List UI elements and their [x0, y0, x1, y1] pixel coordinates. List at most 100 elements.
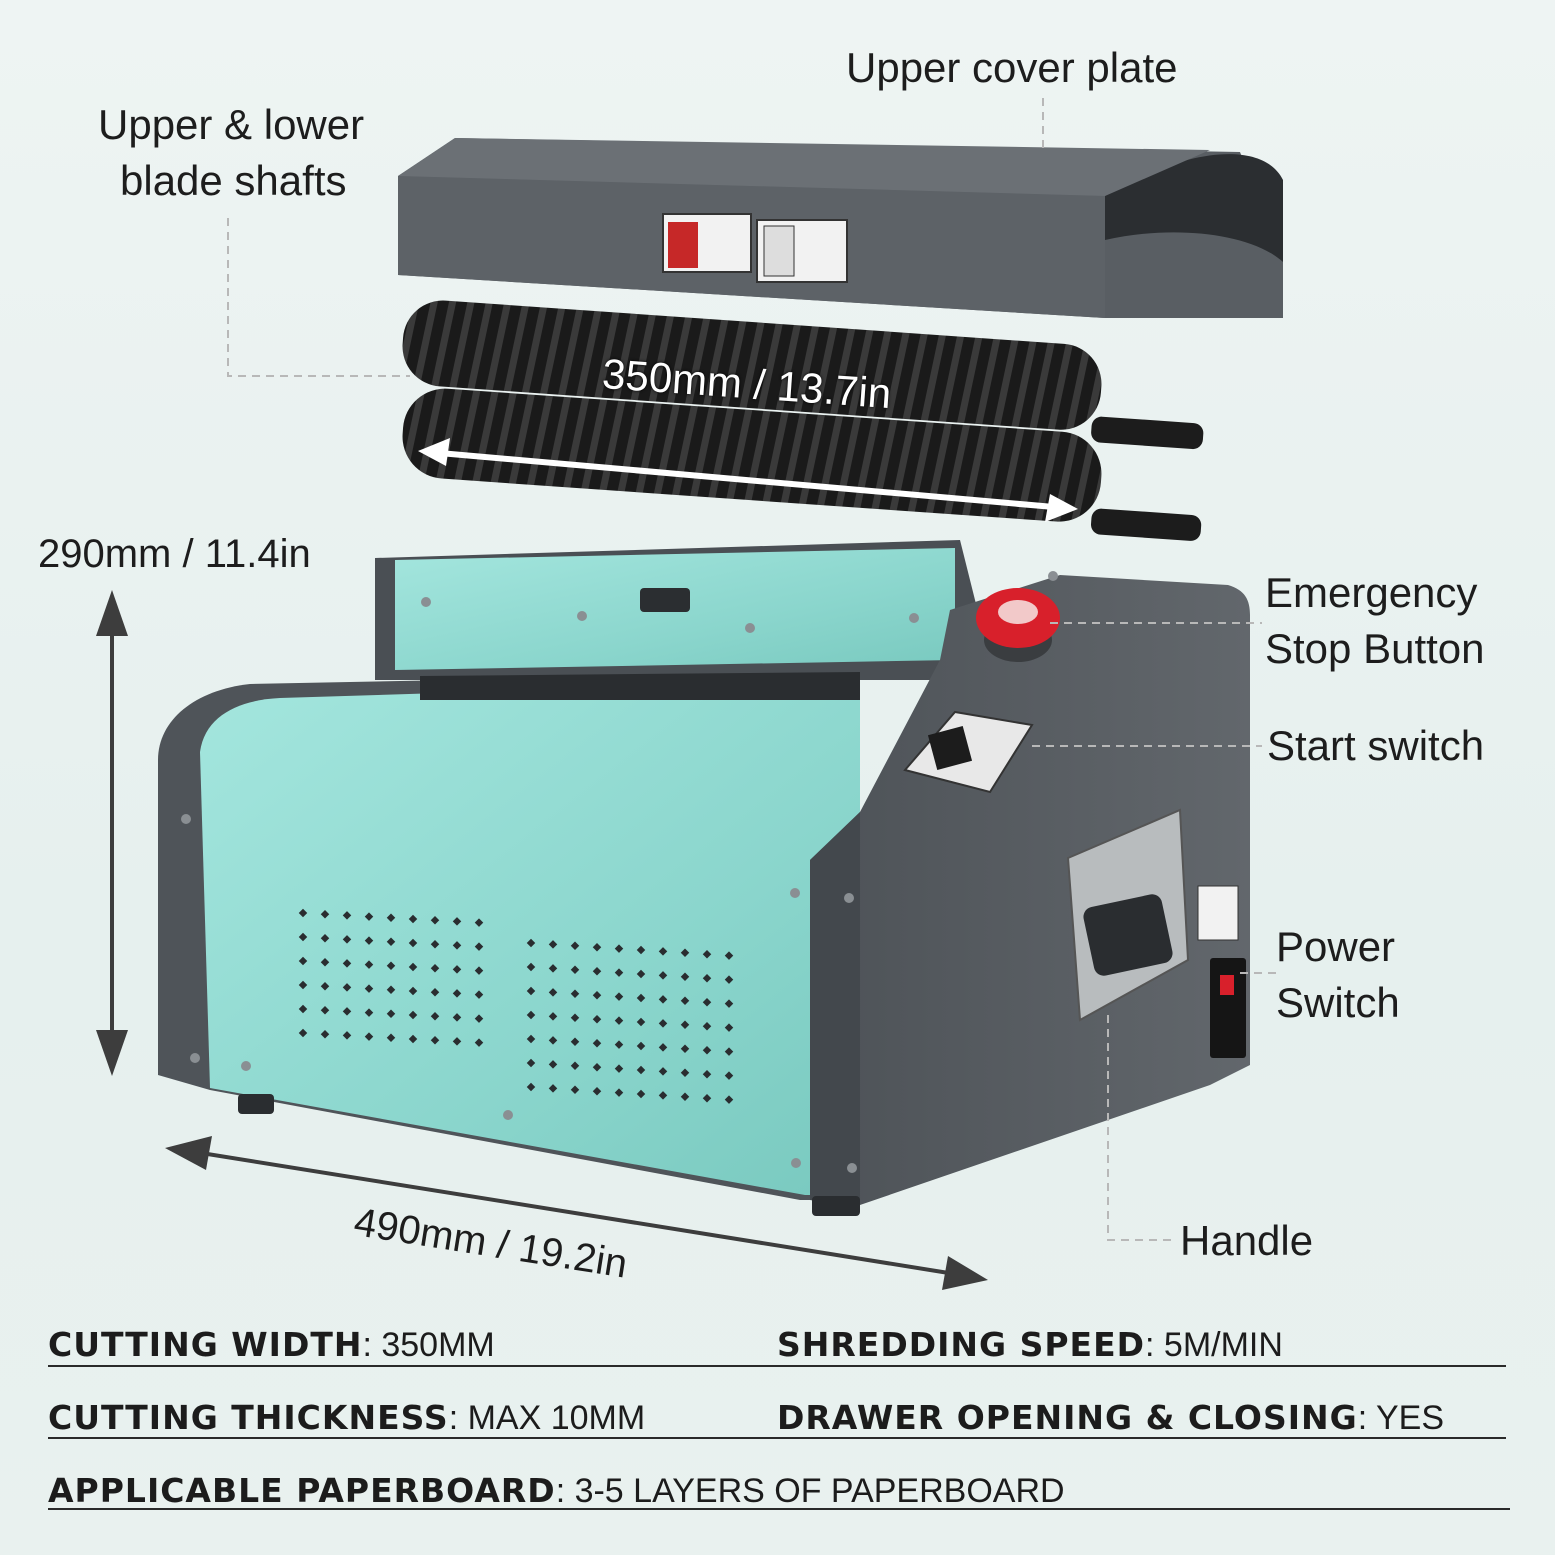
vent-hole — [680, 1044, 690, 1054]
vent-hole — [342, 1007, 352, 1016]
vent-hole — [364, 1032, 374, 1041]
vent-hole — [452, 989, 462, 998]
vent-hole — [592, 966, 602, 976]
blade-shafts — [402, 300, 1204, 541]
vent-hole — [364, 984, 374, 993]
vent-hole — [570, 1085, 580, 1095]
vent-hole — [592, 990, 602, 1000]
vent-hole — [636, 1041, 646, 1051]
blade-shafts-label-line2: blade shafts — [120, 157, 347, 204]
vent-hole — [386, 961, 396, 971]
spec-shredding-speed: SHREDDING SPEED: 5M/MIN — [777, 1325, 1283, 1364]
vent-hole — [570, 1013, 580, 1023]
vent-hole — [342, 911, 352, 920]
vent-hole — [614, 1016, 624, 1025]
vent-hole — [320, 933, 330, 943]
vent-hole — [364, 960, 374, 969]
vent-hole — [724, 1071, 734, 1080]
spec-cutting-width: CUTTING WIDTH: 350MM — [48, 1325, 495, 1364]
handle-label: Handle — [1180, 1217, 1314, 1264]
vent-hole — [636, 993, 646, 1003]
emergency-stop-label-line2: Stop Button — [1265, 625, 1485, 672]
vent-hole — [320, 981, 330, 991]
vent-hole — [364, 1008, 374, 1017]
vent-hole — [386, 985, 396, 995]
vent-hole — [408, 1034, 418, 1044]
vent-hole — [636, 945, 646, 955]
vent-hole — [430, 963, 440, 973]
vent-hole — [658, 1043, 668, 1052]
vent-hole — [548, 1012, 558, 1021]
vent-hole — [724, 1023, 734, 1032]
emergency-stop-label-line1: Emergency — [1265, 569, 1478, 616]
vent-hole — [298, 908, 308, 918]
vent-hole — [548, 1036, 558, 1045]
blade-shafts-label-line1: Upper & lower — [98, 101, 365, 148]
spec-divider — [48, 1365, 1506, 1367]
vent-hole — [614, 944, 624, 953]
vent-hole — [614, 968, 624, 977]
vent-hole — [702, 1045, 712, 1055]
vent-hole — [474, 942, 484, 951]
vent-hole — [526, 1082, 536, 1092]
vent-hole — [570, 965, 580, 975]
vent-hole — [614, 1088, 624, 1097]
vent-hole — [680, 1068, 690, 1078]
vent-hole — [408, 914, 418, 924]
vent-hole — [298, 932, 308, 942]
spec-cutting-thickness: CUTTING THICKNESS: MAX 10MM — [48, 1398, 646, 1437]
vent-hole — [342, 983, 352, 992]
vent-grid — [298, 908, 734, 1104]
vent-hole — [526, 986, 536, 996]
vent-hole — [548, 964, 558, 973]
vent-hole — [548, 1084, 558, 1093]
vent-hole — [592, 1038, 602, 1048]
vent-hole — [702, 1069, 712, 1079]
vent-hole — [724, 975, 734, 984]
vent-hole — [526, 962, 536, 972]
vent-hole — [658, 947, 668, 956]
vent-hole — [452, 1013, 462, 1022]
upper-cover-plate-label: Upper cover plate — [846, 44, 1178, 91]
vent-hole — [320, 1005, 330, 1015]
vent-hole — [452, 1037, 462, 1046]
vent-hole — [320, 909, 330, 919]
vent-hole — [386, 937, 396, 947]
vent-hole — [548, 1060, 558, 1069]
vent-hole — [408, 938, 418, 948]
vent-hole — [614, 1064, 624, 1073]
vent-hole — [592, 1062, 602, 1072]
vent-hole — [526, 938, 536, 948]
vent-hole — [636, 1017, 646, 1027]
vent-hole — [364, 912, 374, 921]
vent-hole — [680, 948, 690, 958]
vent-hole — [386, 1033, 396, 1043]
width-arrow — [165, 1136, 988, 1290]
vent-hole — [452, 965, 462, 974]
vent-hole — [430, 1011, 440, 1021]
vent-hole — [724, 951, 734, 960]
vent-hole — [474, 1014, 484, 1023]
vent-hole — [680, 1020, 690, 1030]
height-arrow — [96, 590, 128, 1076]
vent-hole — [298, 1028, 308, 1038]
vent-hole — [680, 996, 690, 1006]
vent-hole — [614, 1040, 624, 1049]
vent-hole — [526, 1034, 536, 1044]
vent-hole — [680, 1092, 690, 1102]
vent-hole — [592, 942, 602, 952]
vent-hole — [724, 999, 734, 1008]
vent-hole — [298, 1004, 308, 1014]
vent-hole — [636, 1089, 646, 1099]
vent-hole — [614, 992, 624, 1001]
vent-hole — [570, 941, 580, 951]
vent-hole — [320, 957, 330, 967]
vent-hole — [702, 997, 712, 1007]
vent-hole — [298, 956, 308, 966]
vent-hole — [724, 1095, 734, 1104]
spec-applicable-paperboard: APPLICABLE PAPERBOARD: 3-5 LAYERS OF PAP… — [48, 1471, 1065, 1510]
vent-hole — [408, 1010, 418, 1020]
vent-hole — [658, 1067, 668, 1076]
vent-hole — [702, 949, 712, 959]
